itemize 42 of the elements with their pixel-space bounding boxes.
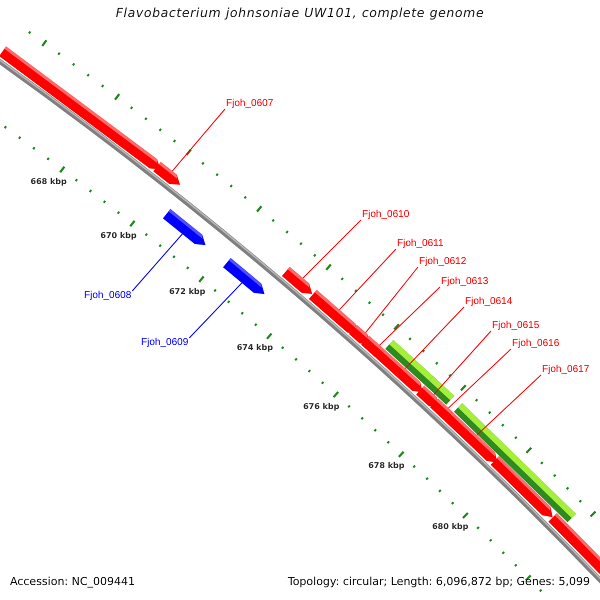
- leader-line: [302, 220, 362, 279]
- leader-line: [404, 306, 464, 369]
- leader-line: [365, 266, 418, 334]
- leader-line: [132, 234, 183, 292]
- gene-block: [0, 46, 160, 170]
- gene-label: Fjoh_0608: [84, 290, 132, 302]
- scale-label: 680 kbp: [432, 522, 468, 531]
- title: Flavobacterium johnsoniae UW101, complete genome: [116, 5, 484, 20]
- scale-label: 672 kbp: [169, 286, 206, 296]
- gene-block: [376, 349, 423, 392]
- scale-label: 670 kbp: [100, 231, 137, 240]
- leader-line: [476, 374, 542, 436]
- leader-line: [433, 330, 492, 396]
- scale-label: 678 kbp: [368, 461, 404, 470]
- gene-block: [490, 456, 553, 518]
- gene-block: [162, 209, 206, 246]
- gene-block: [308, 290, 358, 334]
- leader-line: [379, 286, 440, 346]
- scale-label: 674 kbp: [236, 343, 273, 352]
- scale-label: 676 kbp: [303, 402, 340, 410]
- gene-block: [444, 412, 498, 463]
- gene-label: Fjoh_0615: [492, 320, 540, 332]
- gene-label: Fjoh_0612: [419, 256, 466, 268]
- gene-block: [282, 266, 312, 294]
- leader-line: [188, 282, 242, 338]
- leader-line: [448, 348, 512, 409]
- gene-label: Fjoh_0614: [465, 296, 512, 308]
- gene-block: [223, 258, 264, 294]
- leader-line: [338, 248, 396, 310]
- accession-text: Accession: NC_009441: [10, 575, 136, 588]
- gene-label: Fjoh_0616: [512, 338, 560, 350]
- leader-line: [172, 108, 226, 172]
- genome-info-text: Topology: circular; Length: 6,096,872 bp; Genes: 5,099: [288, 575, 590, 588]
- gene-label: Fjoh_0607: [226, 98, 274, 110]
- gene-block: [548, 513, 600, 577]
- gene-label: Fjoh_0613: [441, 276, 488, 288]
- scale-label: 668 kbp: [30, 177, 67, 186]
- gene-label: Fjoh_0611: [397, 238, 444, 250]
- gene-block: [153, 162, 180, 185]
- gene-label: Fjoh_0610: [362, 209, 410, 221]
- gene-label: Fjoh_0609: [141, 337, 188, 349]
- gene-label: Fjoh_0617: [542, 364, 590, 376]
